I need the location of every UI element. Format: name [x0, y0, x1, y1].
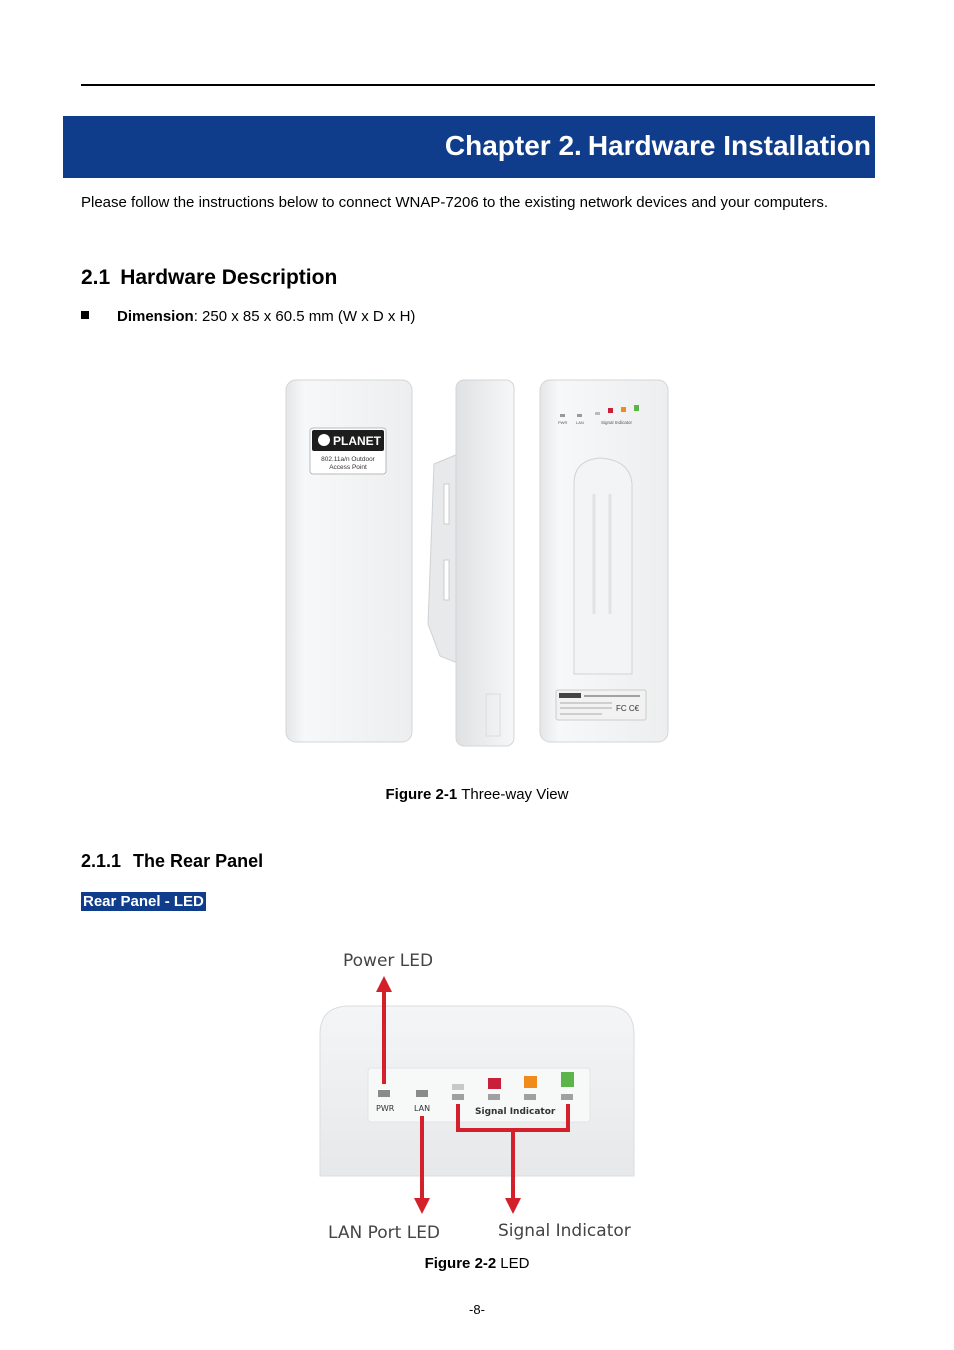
figure1-text: Three-way View [461, 786, 569, 803]
page-number: -8- [469, 1302, 485, 1317]
lan-led-icon [416, 1090, 428, 1097]
dimension-label: Dimension [117, 308, 194, 325]
power-led-label: Power LED [343, 951, 433, 971]
arrow-down-icon [414, 1198, 430, 1214]
arrow-down-icon [505, 1198, 521, 1214]
figure2-label: Figure 2-2 [424, 1255, 497, 1272]
section-heading: 2.1 Hardware Description [81, 266, 337, 290]
chapter-banner: Chapter 2.Hardware Installation [63, 116, 875, 178]
header-rule [81, 84, 875, 86]
callout-arrows [376, 976, 570, 1214]
svg-text:Access Point: Access Point [329, 464, 367, 471]
svg-text:Signal Indicator: Signal Indicator [601, 420, 633, 425]
pwr-led-icon [378, 1090, 390, 1097]
lan-label: LAN [414, 1104, 430, 1113]
lan-port-led-label: LAN Port LED [328, 1223, 440, 1243]
arrow-up-icon [376, 976, 392, 992]
svg-text:802.11a/n Outdoor: 802.11a/n Outdoor [321, 456, 376, 463]
figure2-text: LED [500, 1255, 530, 1272]
dimension-bullet: Dimension: 250 x 85 x 60.5 mm (W x D x H… [81, 308, 415, 325]
pwr-label: PWR [376, 1104, 395, 1113]
section-title: Hardware Description [120, 266, 338, 289]
chapter-number: Chapter 2. [444, 130, 582, 161]
subsection-title: The Rear Panel [133, 851, 264, 871]
led-figure-image: PWR LAN Signal Indicator Power LED LAN P… [319, 951, 635, 1243]
front-view: PLANET 802.11a/n Outdoor Access Point [285, 379, 413, 743]
section-number: 2.1 [81, 266, 111, 289]
rear-panel-led-tag: Rear Panel - LED [81, 892, 206, 911]
chapter-title: Chapter 2.Hardware Installation [445, 130, 871, 162]
subsection-heading: 2.1.1 The Rear Panel [81, 851, 263, 872]
svg-text:PWR: PWR [558, 420, 567, 425]
svg-text:LAN: LAN [576, 420, 584, 425]
three-way-view-image: PLANET 802.11a/n Outdoor Access Point PW… [285, 379, 669, 747]
signal-indicator-small-label: Signal Indicator [475, 1107, 556, 1117]
subsection-number: 2.1.1 [81, 851, 122, 871]
side-view [427, 379, 515, 747]
brand-logo-text: PLANET [333, 434, 382, 448]
intro-paragraph: Please follow the instructions below to … [81, 194, 829, 211]
chapter-name: Hardware Installation [587, 130, 871, 161]
signal-indicator-label: Signal Indicator [498, 1221, 631, 1241]
square-bullet-icon [81, 311, 89, 319]
figure1-label: Figure 2-1 [385, 786, 458, 803]
dimension-value: : 250 x 85 x 60.5 mm (W x D x H) [193, 308, 416, 325]
svg-text:FC C€: FC C€ [616, 704, 640, 713]
back-view: PWR LAN Signal Indicator FC C€ [539, 379, 669, 743]
